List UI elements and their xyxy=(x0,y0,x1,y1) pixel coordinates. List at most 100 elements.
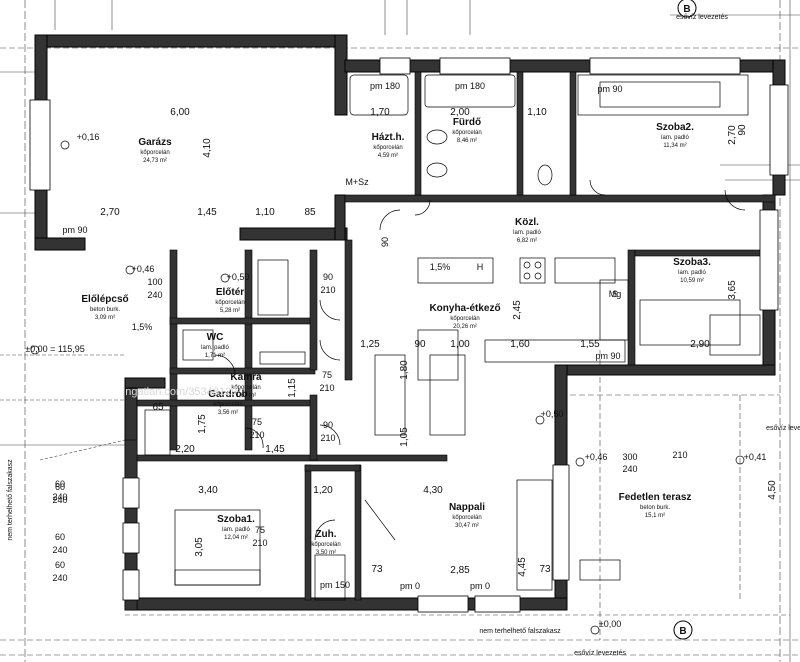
opening-label: 90 xyxy=(323,420,333,430)
opening-label: 60 xyxy=(55,532,65,542)
dimension-label: 3,65 xyxy=(727,280,738,300)
room-finish: kőporcelán xyxy=(373,145,402,151)
opening-label: H xyxy=(477,262,484,272)
level-label: ±0,00 = 115,95 xyxy=(25,344,85,354)
opening-label: 1,5% xyxy=(132,322,153,332)
windows xyxy=(29,57,789,613)
opening-label: 60 xyxy=(55,560,65,570)
fixtures xyxy=(144,74,761,601)
room-finish: lam. padló xyxy=(661,135,689,141)
room-area: 11,34 m² xyxy=(663,143,686,149)
room-area: 6,82 m² xyxy=(517,238,537,244)
room-finish: lam. padló xyxy=(678,270,706,276)
dimension-label: 1,00 xyxy=(450,339,470,350)
room-name: Kamra xyxy=(230,372,262,383)
room-finish: kőporcelán xyxy=(231,385,260,391)
room-name: Fürdő xyxy=(453,117,481,128)
opening-label: 210 xyxy=(252,538,267,548)
level-markers xyxy=(30,140,745,635)
room-area: 12,04 m² xyxy=(224,535,248,541)
dimension-label: 4,45 xyxy=(517,557,528,577)
opening-label: 210 xyxy=(319,383,334,393)
dimension-label: 90 xyxy=(414,339,426,350)
room-name: Szoba3. xyxy=(673,257,711,268)
dimension-label: 3,05 xyxy=(194,537,205,557)
dimension-label: 1,10 xyxy=(527,107,547,118)
door-swings xyxy=(214,179,746,541)
room-name: WC xyxy=(207,332,224,343)
room-name: Konyha-étkező xyxy=(429,303,500,314)
opening-label: pm 90 xyxy=(595,351,620,361)
opening-label: 75 xyxy=(322,370,332,380)
opening-label: 60 xyxy=(55,482,65,492)
axis-markers xyxy=(673,0,697,640)
dimension-label: 1,75 xyxy=(197,414,208,434)
dimension-label: 1,45 xyxy=(265,444,285,455)
opening-label: 240 xyxy=(52,545,67,555)
opening-label: 60 xyxy=(55,479,65,489)
dimension-label: 73 xyxy=(539,564,551,575)
level-label: +0,46 xyxy=(585,452,608,462)
dimension-label: 2,85 xyxy=(450,565,470,576)
opening-label: 1,5% xyxy=(430,262,451,272)
opening-label: 90 xyxy=(323,272,333,282)
room-finish: kőporcelán xyxy=(140,150,169,156)
opening-label: pm 180 xyxy=(370,81,400,91)
level-label: +0,16 xyxy=(77,132,100,142)
dimension-label: 1,80 xyxy=(399,360,410,380)
room-finish: kőporcelán xyxy=(213,402,242,408)
opening-label: 75 xyxy=(252,417,262,427)
opening-label: pm 90 xyxy=(62,225,87,235)
dimension-label: 6,00 xyxy=(170,107,190,118)
room-finish: lam. padló xyxy=(201,345,229,351)
room-name: Szoba2. xyxy=(656,122,694,133)
room-name: Nappali xyxy=(449,502,485,513)
dimension-label: 1,60 xyxy=(510,339,530,350)
room-area: 8,46 m² xyxy=(457,138,477,144)
dimension-label: 1,55 xyxy=(580,339,600,350)
dimension-label: 1,10 xyxy=(255,207,275,218)
opening-label: pm 0 xyxy=(400,581,420,591)
axis-label: B xyxy=(679,626,686,637)
opening-label: 210 xyxy=(320,285,335,295)
room-area: 5,28 m² xyxy=(220,308,240,314)
opening-label: M+Sz xyxy=(345,177,369,187)
room-area: 1,67 m² xyxy=(236,393,256,399)
opening-label: 210 xyxy=(249,430,264,440)
opening-label: Mg xyxy=(609,289,622,299)
room-area: 3,50 m² xyxy=(316,550,336,556)
level-label: +0,41 xyxy=(744,452,767,462)
room-area: 4,59 m² xyxy=(378,153,398,159)
room-finish: lam. padló xyxy=(513,230,541,236)
dimension-label: 85 xyxy=(304,207,316,218)
room-name: Házt.h. xyxy=(372,132,405,143)
opening-label: 100 xyxy=(147,277,162,287)
room-name: Gardrób xyxy=(208,389,247,400)
room-finish: lam. padló xyxy=(222,527,250,533)
dimension-label: 2,70 xyxy=(727,125,738,145)
room-finish: kőporcelán xyxy=(452,515,481,521)
opening-label: 240 xyxy=(147,290,162,300)
level-label: +0,50 xyxy=(227,272,250,282)
room-name: Fedetlen terasz xyxy=(619,492,692,503)
dimension-label: 2,20 xyxy=(175,444,195,455)
dimension-label: 65 xyxy=(152,402,164,413)
dimension-label: 73 xyxy=(371,564,383,575)
level-label: +0,46 xyxy=(132,264,155,274)
dimension-label: 1,70 xyxy=(370,107,390,118)
level-label: ±0,00 xyxy=(599,619,621,629)
level-label: +0,50 xyxy=(541,409,564,419)
dimension-label: 1,20 xyxy=(313,485,333,496)
opening-label: 240 xyxy=(52,492,67,502)
room-name: Előlépcső xyxy=(81,294,128,305)
room-name: Közl. xyxy=(515,217,539,228)
room-area: 10,59 m² xyxy=(680,278,704,284)
opening-label: 300 xyxy=(622,452,637,462)
room-finish: beton burk. xyxy=(640,505,670,511)
opening-label: pm 0 xyxy=(470,581,490,591)
room-area: 30,47 m² xyxy=(455,523,479,529)
room-area: 20,26 m² xyxy=(453,324,477,330)
annotation-label: nem terhelhető falszakasz xyxy=(479,628,561,635)
